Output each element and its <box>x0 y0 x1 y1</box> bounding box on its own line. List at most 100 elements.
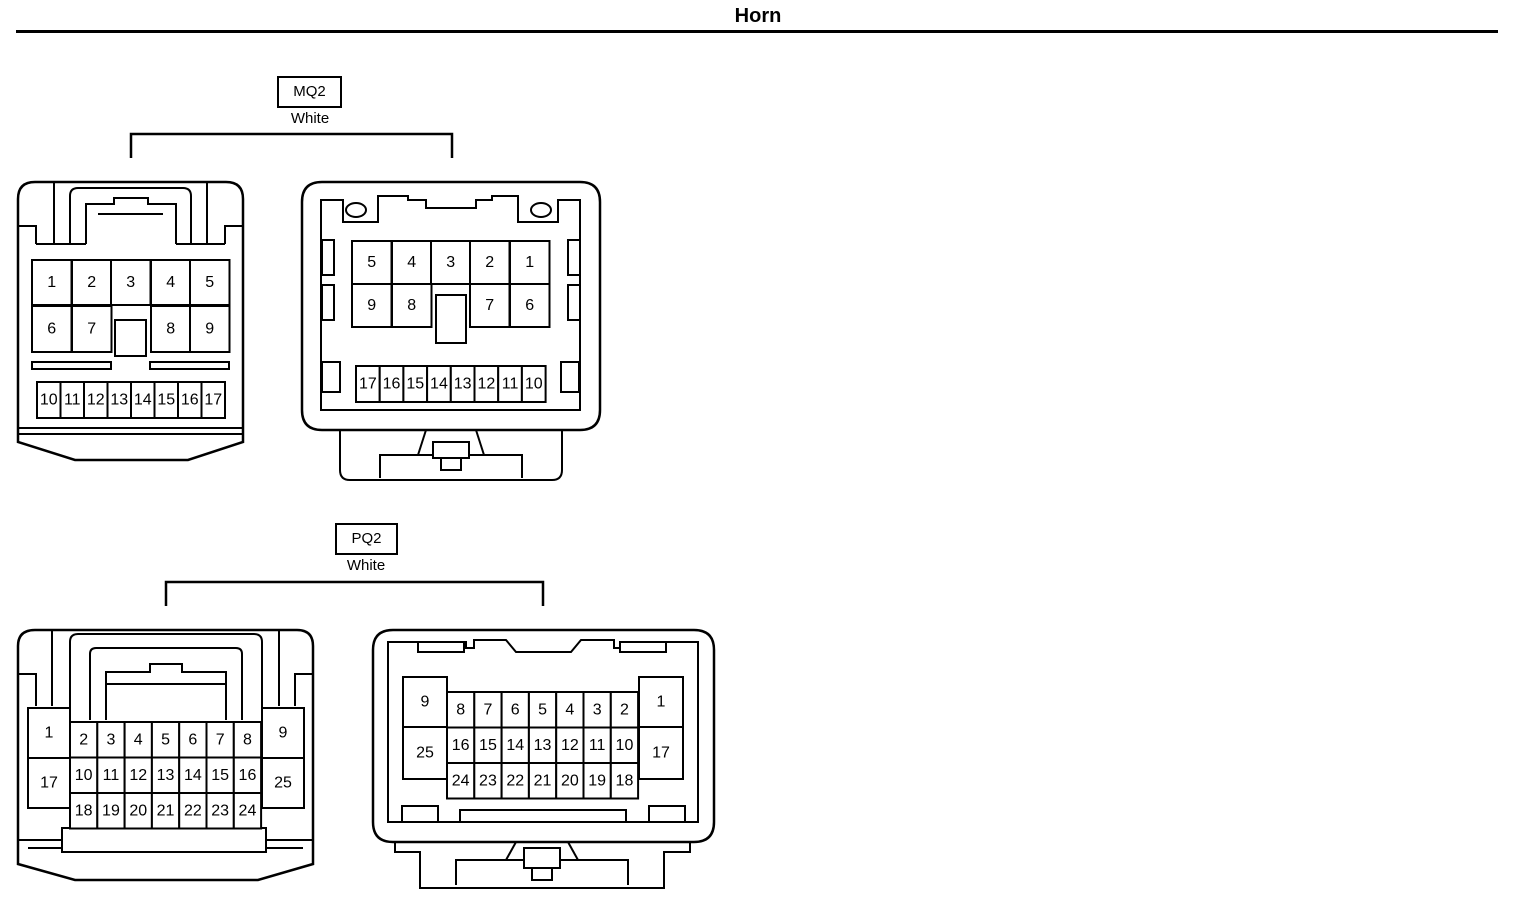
pin-number: 17 <box>359 376 377 393</box>
pin-number: 17 <box>204 392 222 409</box>
pin-number: 25 <box>416 745 434 762</box>
pin-number: 2 <box>485 254 494 271</box>
pin-number: 20 <box>129 802 147 819</box>
pin-cell: 20 <box>555 762 585 800</box>
pin-cell: 5 <box>150 721 181 759</box>
pin-cell: 21 <box>150 792 181 830</box>
title-rule <box>16 30 1498 33</box>
pin-cell: 19 <box>582 762 612 800</box>
connector-id-mq2: MQ2 <box>277 76 342 108</box>
pin-cell: 20 <box>123 792 153 830</box>
pin-number: 8 <box>407 297 416 314</box>
pin-number: 11 <box>502 376 519 393</box>
pin-cell: 5 <box>351 240 393 285</box>
pin-cell: 23 <box>473 762 503 800</box>
pin-number: 2 <box>620 701 629 718</box>
pin-cell: 3 <box>430 240 472 285</box>
pin-number: 11 <box>589 737 606 754</box>
pin-cell: 22 <box>178 792 208 830</box>
pin-number: 4 <box>134 731 143 748</box>
pin-cell: 17 <box>27 757 71 809</box>
pin-number: 23 <box>211 802 229 819</box>
pin-number: 8 <box>166 321 175 338</box>
pin-number: 10 <box>75 767 93 784</box>
pin-number: 10 <box>616 737 634 754</box>
pin-cell: 11 <box>497 365 523 403</box>
pin-cell: 1 <box>27 707 71 759</box>
pin-cell: 11 <box>96 756 126 794</box>
pin-number: 12 <box>477 376 495 393</box>
pin-cell: 9 <box>189 305 231 353</box>
pin-cell: 12 <box>473 365 500 403</box>
pin-number: 14 <box>430 376 448 393</box>
pin-cell: 13 <box>449 365 476 403</box>
pin-cell: 12 <box>123 756 153 794</box>
pin-cell: 2 <box>609 691 640 729</box>
pin-number: 5 <box>538 701 547 718</box>
pin-cell: 18 <box>609 762 640 800</box>
pin-cell: 12 <box>555 726 585 764</box>
pin-cell: 1 <box>31 259 73 306</box>
pin-number: 16 <box>452 737 470 754</box>
pin-number: 10 <box>525 376 543 393</box>
pin-number: 9 <box>367 297 376 314</box>
pin-cell: 4 <box>391 240 433 285</box>
pin-number: 9 <box>421 694 430 711</box>
pin-number: 8 <box>456 701 465 718</box>
pin-cell: 4 <box>150 259 192 306</box>
pin-cell: 25 <box>402 726 448 780</box>
pin-cell: 8 <box>150 305 192 353</box>
pin-number: 23 <box>479 772 497 789</box>
pin-cell: 11 <box>59 381 85 419</box>
pin-number: 18 <box>75 802 93 819</box>
pin-number: 15 <box>211 767 229 784</box>
pin-cell: 9 <box>402 676 448 728</box>
page-title: Horn <box>734 5 782 27</box>
pin-number: 15 <box>479 737 497 754</box>
pin-cell: 14 <box>130 381 156 419</box>
pin-number: 10 <box>40 392 58 409</box>
pin-number: 3 <box>126 274 135 291</box>
pin-number: 13 <box>157 767 175 784</box>
pin-cell: 16 <box>446 726 476 764</box>
pin-number: 21 <box>534 772 552 789</box>
pin-cell: 2 <box>469 240 511 285</box>
pin-number: 1 <box>525 254 534 271</box>
pin-number: 11 <box>103 767 120 784</box>
pin-number: 5 <box>205 274 214 291</box>
pin-cell: 14 <box>178 756 208 794</box>
pin-number: 3 <box>446 254 455 271</box>
pin-number: 24 <box>239 802 257 819</box>
pin-number: 13 <box>110 392 128 409</box>
pin-cell: 3 <box>110 259 152 306</box>
pin-cell: 5 <box>189 259 231 306</box>
connector-bracket-mq2 <box>129 132 454 158</box>
pin-number: 7 <box>216 731 225 748</box>
pin-cell: 11 <box>582 726 612 764</box>
pin-cell: 13 <box>150 756 181 794</box>
pin-number: 13 <box>534 737 552 754</box>
pin-cell: 8 <box>232 721 263 759</box>
pin-cell: 6 <box>31 305 73 353</box>
pin-cell: 24 <box>232 792 263 830</box>
pin-cell: 1 <box>638 676 684 728</box>
pin-number: 7 <box>483 701 492 718</box>
pin-cell: 4 <box>123 721 153 759</box>
pin-number: 16 <box>383 376 401 393</box>
connector-id-pq2: PQ2 <box>335 523 398 555</box>
connector-color-mq2: White <box>290 110 330 127</box>
pin-number: 1 <box>47 274 56 291</box>
pin-cell: 8 <box>391 283 433 328</box>
pin-cell: 10 <box>69 756 99 794</box>
pin-number: 7 <box>485 297 494 314</box>
pin-number: 1 <box>657 694 666 711</box>
pin-cell: 23 <box>205 792 235 830</box>
pin-cell: 14 <box>426 365 452 403</box>
pin-number: 9 <box>279 725 288 742</box>
pin-cell: 2 <box>69 721 99 759</box>
pin-number: 18 <box>616 772 634 789</box>
connector-color-pq2: White <box>346 557 386 574</box>
